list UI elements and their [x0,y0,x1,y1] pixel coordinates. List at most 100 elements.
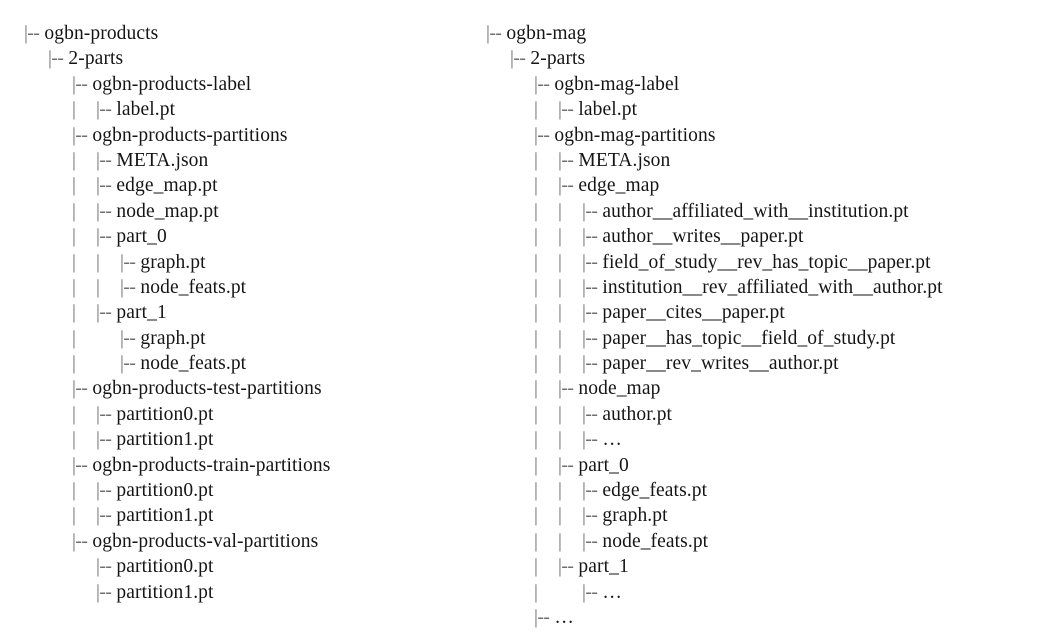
tree-node-label: paper__rev_writes__author.pt [602,353,839,375]
tree-guide-pipe: | [534,581,539,603]
tree-node-label: ogbn-products-train-partitions [92,454,331,476]
tree-guide-blank [510,580,534,605]
tree-branch-connector: |-- [120,276,136,298]
tree-guide-blank [486,275,510,300]
tree-guide-blank [558,580,582,605]
tree-guide-blank [486,123,510,148]
tree-line: |-- 2-parts [24,46,330,71]
tree-guide-blank [24,72,48,97]
tree-node-label: label.pt [578,99,638,121]
tree-line: |||-- node_feats.pt [486,529,943,554]
tree-guide-pipe: | [72,403,77,425]
tree-node-label: node_map.pt [116,200,219,222]
tree-guide-blank [48,148,72,173]
tree-branch-connector: |-- [582,581,598,603]
tree-guide-blank [24,326,48,351]
tree-line: |-- ogbn-products [24,21,330,46]
tree-guide-blank [510,376,534,401]
tree-guide-blank [48,275,72,300]
tree-node-label: institution__rev_affiliated_with__author… [602,276,943,298]
tree-line: |||-- … [486,427,943,452]
tree-guide-pipe: | [558,480,563,502]
tree-node-label: part_1 [578,556,629,578]
tree-guide-pipe: | [72,226,77,248]
tree-guide-pipe: | [534,505,539,527]
tree-node-label: author__affiliated_with__institution.pt [602,200,909,222]
tree-branch-connector: |-- [120,327,136,349]
tree-guide-blank [24,148,48,173]
tree-guide-blank [486,453,510,478]
tree-guide-pipe: | [72,480,77,502]
tree-guide-pipe: | [72,276,77,298]
tree-node-label: ogbn-products-val-partitions [92,530,319,552]
tree-line: |-- ogbn-mag [486,21,943,46]
tree-guide-blank [48,72,72,97]
tree-guide-pipe: | [558,226,563,248]
tree-node-label: partition1.pt [116,505,214,527]
tree-node-label: partition1.pt [116,429,214,451]
tree-guide-blank [24,503,48,528]
tree-node-label: ogbn-mag [506,23,587,44]
tree-node-label: node_feats.pt [140,276,247,298]
tree-guide-blank [486,224,510,249]
tree-guide-pipe: | [72,505,77,527]
tree-branch-connector: |-- [582,251,598,273]
tree-line: ||-- part_0 [486,453,943,478]
tree-node-label: field_of_study__rev_has_topic__paper.pt [602,251,931,273]
tree-column-ogbn-mag: |-- ogbn-mag |-- 2-parts |-- ogbn-mag-la… [486,21,943,630]
tree-node-label: edge_map.pt [116,175,218,197]
tree-guide-blank [48,580,72,605]
tree-guide-blank [48,478,72,503]
tree-guide-blank [510,148,534,173]
tree-ellipsis: … [602,429,624,451]
tree-node-label: ogbn-products-test-partitions [92,378,322,400]
tree-node-label: 2-parts [68,48,124,70]
tree-guide-pipe: | [72,429,77,451]
tree-guide-pipe: | [534,302,539,324]
tree-line: ||-- edge_map.pt [24,173,330,198]
tree-guide-blank [48,554,72,579]
tree-guide-blank [96,351,120,376]
tree-node-label: partition0.pt [116,480,214,502]
tree-guide-blank [24,427,48,452]
tree-line: ||-- partition0.pt [24,478,330,503]
tree-line: | |-- node_feats.pt [24,351,330,376]
tree-guide-blank [48,427,72,452]
tree-node-label: graph.pt [140,251,206,273]
tree-line: |-- partition0.pt [24,554,330,579]
tree-guide-pipe: | [534,327,539,349]
tree-node-label: partition0.pt [116,403,214,425]
tree-branch-connector: |-- [582,200,598,222]
tree-guide-pipe: | [72,200,77,222]
tree-node-label: node_feats.pt [140,353,247,375]
tree-branch-connector: |-- [96,302,112,324]
tree-line: ||-- label.pt [24,97,330,122]
tree-guide-blank [48,224,72,249]
tree-guide-pipe: | [558,505,563,527]
tree-line: ||-- part_0 [24,224,330,249]
tree-guide-blank [48,453,72,478]
tree-guide-blank [510,97,534,122]
tree-guide-blank [486,402,510,427]
tree-guide-blank [24,453,48,478]
tree-guide-blank [510,123,534,148]
tree-line: ||-- partition1.pt [24,427,330,452]
tree-branch-connector: |-- [96,581,112,603]
tree-guide-pipe: | [72,327,77,349]
tree-ellipsis: … [554,606,576,628]
tree-branch-connector: |-- [558,149,574,171]
tree-line: |-- ogbn-mag-label [486,72,943,97]
tree-guide-pipe: | [534,251,539,273]
tree-branch-connector: |-- [582,226,598,248]
tree-node-label: graph.pt [602,505,668,527]
tree-branch-connector: |-- [96,505,112,527]
tree-branch-connector: |-- [558,454,574,476]
tree-line: ||-- META.json [24,148,330,173]
tree-line: |||-- author.pt [486,402,943,427]
tree-guide-pipe: | [558,429,563,451]
tree-guide-pipe: | [558,353,563,375]
tree-node-label: edge_feats.pt [602,480,708,502]
tree-guide-pipe: | [558,530,563,552]
tree-branch-connector: |-- [96,226,112,248]
tree-guide-blank [510,300,534,325]
